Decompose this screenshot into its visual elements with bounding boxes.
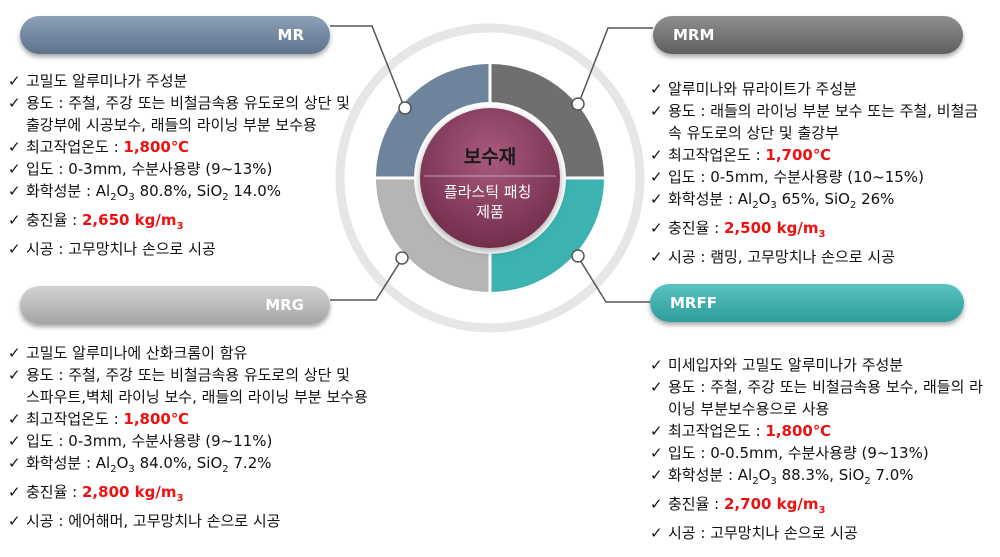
check-icon: ✓: [8, 72, 21, 90]
spec-item: ✓알루미나와 뮤라이트가 주성분: [650, 80, 857, 98]
check-icon: ✓: [650, 80, 663, 98]
connector-dot-mr: [398, 101, 412, 115]
connector-mrg: [330, 261, 401, 301]
check-icon: ✓: [650, 102, 663, 120]
spec-item: ✓용도 : 주철, 주강 또는 비철금속용 유도로의 상단 및 스파우트,벽체 …: [8, 366, 368, 406]
check-icon: ✓: [650, 444, 663, 462]
check-icon: ✓: [650, 378, 663, 396]
tab-mrg: MRG: [20, 286, 330, 324]
spec-item: ✓화학성분 : Al2O3 65%, SiO2 26%: [650, 188, 990, 217]
tab-label: MRG: [265, 296, 304, 314]
spec-block-mr: ✓고밀도 알루미나가 주성분 ✓용도 : 주철, 주강 또는 비철금속용 유도로…: [8, 70, 358, 260]
connector-dot-mrm: [571, 97, 585, 111]
spec-item: ✓시공 : 고무망치나 손으로 시공: [650, 524, 858, 542]
check-icon: ✓: [8, 454, 21, 472]
spec-item: ✓고밀도 알루미나가 주성분: [8, 72, 188, 90]
tab-label: MR: [277, 26, 304, 44]
tab-label: MRFF: [670, 294, 717, 312]
spec-item: ✓최고작업온도 : 1,800℃: [8, 138, 190, 156]
spec-item: ✓용도 : 주철, 주강 또는 비철금속용 보수, 래들의 라이닝 부분보수용으…: [650, 378, 983, 418]
check-icon: ✓: [650, 219, 663, 237]
check-icon: ✓: [650, 495, 663, 513]
check-icon: ✓: [650, 248, 663, 266]
check-icon: ✓: [8, 432, 21, 450]
check-icon: ✓: [650, 146, 663, 164]
spec-item: ✓미세입자와 고밀도 알루미나가 주성분: [650, 356, 904, 374]
spec-item: ✓시공 : 에어해머, 고무망치나 손으로 시공: [8, 512, 281, 530]
spec-item: ✓용도 : 래들의 라이닝 부분 보수 또는 주철, 비철금속 유도로의 상단 …: [650, 102, 979, 142]
tab-mr: MR: [20, 16, 330, 54]
spec-item: ✓시공 : 램밍, 고무망치나 손으로 시공: [650, 248, 895, 266]
check-icon: ✓: [8, 512, 21, 530]
check-icon: ✓: [650, 190, 663, 208]
spec-item: ✓시공 : 고무망치나 손으로 시공: [8, 240, 216, 258]
connector-dot-mrff: [571, 249, 585, 263]
check-icon: ✓: [8, 211, 21, 229]
spec-item: ✓최고작업온도 : 1,800℃: [650, 422, 832, 440]
connector-dot-mrg: [395, 251, 409, 265]
tab-label: MRM: [673, 26, 715, 44]
outer-ring: [335, 23, 645, 333]
center-subtitle: 플라스틱 패칭 제품: [444, 183, 536, 221]
spec-item: ✓화학성분 : Al2O3 80.8%, SiO2 14.0%: [8, 180, 358, 209]
tab-mrff: MRFF: [650, 284, 964, 322]
check-icon: ✓: [8, 94, 21, 112]
check-icon: ✓: [8, 366, 21, 384]
check-icon: ✓: [650, 168, 663, 186]
spec-block-mrg: ✓고밀도 알루미나에 산화크롬이 함유 ✓용도 : 주철, 주강 또는 비철금속…: [8, 342, 368, 532]
check-icon: ✓: [650, 422, 663, 440]
check-icon: ✓: [650, 356, 663, 374]
check-icon: ✓: [650, 524, 663, 542]
center-title: 보수재: [464, 146, 516, 168]
spec-block-mrff: ✓미세입자와 고밀도 알루미나가 주성분 ✓용도 : 주철, 주강 또는 비철금…: [650, 354, 995, 544]
connector-mrff: [579, 259, 650, 303]
check-icon: ✓: [8, 138, 21, 156]
check-icon: ✓: [8, 182, 21, 200]
spec-item: ✓입도 : 0-0.5mm, 수분사용량 (9~13%): [650, 444, 929, 462]
spec-item: ✓용도 : 주철, 주강 또는 비철금속용 유도로의 상단 및 출강부에 시공보…: [8, 94, 350, 134]
connector-mrm: [579, 27, 653, 101]
check-icon: ✓: [8, 240, 21, 258]
spec-item: ✓고밀도 알루미나에 산화크롬이 함유: [8, 344, 248, 362]
spec-block-mrm: ✓알루미나와 뮤라이트가 주성분 ✓용도 : 래들의 라이닝 부분 보수 또는 …: [650, 78, 990, 268]
spec-item: ✓충진율 : 2,800 kg/m3: [8, 481, 368, 510]
spec-item: ✓최고작업온도 : 1,800℃: [8, 410, 190, 428]
spec-item: ✓충진율 : 2,650 kg/m3: [8, 209, 358, 238]
spec-item: ✓입도 : 0-3mm, 수분사용량 (9~13%): [8, 160, 273, 178]
tab-mrm: MRM: [653, 16, 963, 54]
check-icon: ✓: [8, 160, 21, 178]
spec-item: ✓화학성분 : Al2O3 84.0%, SiO2 7.2%: [8, 452, 368, 481]
check-icon: ✓: [8, 483, 21, 501]
connector-mr: [330, 25, 404, 105]
spec-item: ✓충진율 : 2,500 kg/m3: [650, 217, 990, 246]
check-icon: ✓: [650, 466, 663, 484]
spec-item: ✓최고작업온도 : 1,700℃: [650, 146, 832, 164]
spec-item: ✓입도 : 0-5mm, 수분사용량 (10~15%): [650, 168, 924, 186]
spec-item: ✓입도 : 0-3mm, 수분사용량 (9~11%): [8, 432, 273, 450]
check-icon: ✓: [8, 410, 21, 428]
spec-item: ✓충진율 : 2,700 kg/m3: [650, 493, 995, 522]
spec-item: ✓화학성분 : Al2O3 88.3%, SiO2 7.0%: [650, 464, 995, 493]
check-icon: ✓: [8, 344, 21, 362]
